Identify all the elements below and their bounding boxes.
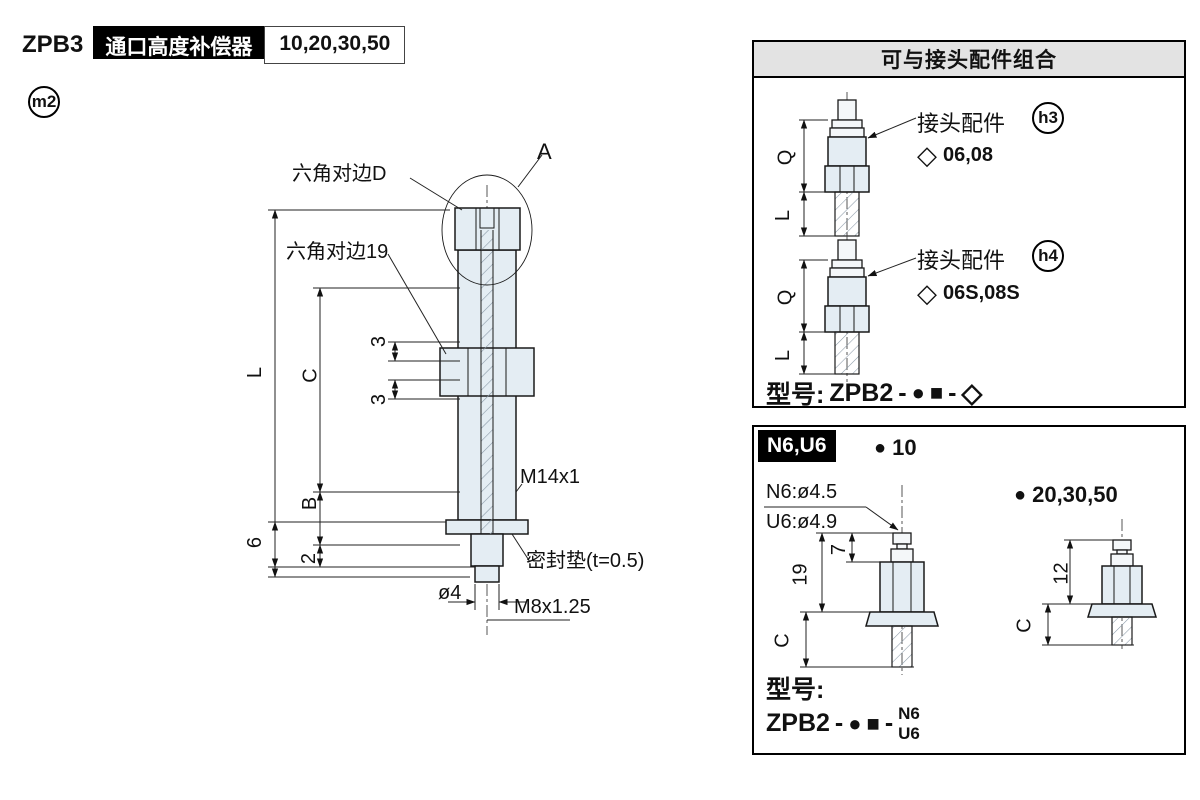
dim-label-q2: Q bbox=[774, 289, 797, 306]
model-prefix: 型号: bbox=[766, 676, 825, 704]
dim-label-l: L bbox=[244, 366, 267, 379]
dim-label-c-left: C bbox=[771, 633, 794, 648]
model-dash: - bbox=[884, 709, 894, 738]
fitting-h3-drawing bbox=[799, 92, 917, 244]
dim-label-7: 7 bbox=[828, 543, 851, 556]
filled-circle-symbol: ● bbox=[848, 710, 862, 736]
marker-20-row: ● 20,30,50 bbox=[1014, 482, 1118, 508]
fitting-h3-label: 接头配件 bbox=[917, 111, 1006, 136]
marker-10-label: 10 bbox=[892, 435, 917, 460]
thread-m14-label: M14x1 bbox=[520, 466, 581, 488]
h3-options: 06,08 bbox=[943, 143, 994, 166]
fitting-h4-label: 接头配件 bbox=[917, 248, 1006, 273]
dim-label-c-right: C bbox=[1013, 618, 1036, 633]
dim-label-b: B bbox=[299, 496, 322, 511]
compensator-body bbox=[439, 207, 535, 583]
h3-badge: h3 bbox=[1032, 102, 1064, 134]
filled-circle-symbol: ● bbox=[1014, 483, 1027, 506]
fittings-model-row: 型号: ZPB2 - ● ■ - ◇ bbox=[766, 375, 982, 411]
dia4-label: ø4 bbox=[438, 582, 462, 604]
dim-label-6: 6 bbox=[244, 536, 267, 549]
n6u6-tag: N6,U6 bbox=[758, 430, 836, 462]
n6u6-model-prefix-row: 型号: bbox=[766, 670, 824, 706]
m2-badge: m2 bbox=[28, 86, 60, 118]
leader-lines bbox=[387, 177, 570, 621]
dimension-lines bbox=[268, 209, 526, 610]
dim-label-q1: Q bbox=[774, 149, 797, 166]
filled-circle-symbol: ● bbox=[911, 380, 925, 405]
model-dash: - bbox=[948, 378, 957, 407]
series-title: 通口高度补偿器 bbox=[93, 26, 265, 59]
page-header: ZPB3 通口高度补偿器 10,20,30,50 bbox=[22, 26, 406, 64]
dim-label-c: C bbox=[299, 368, 322, 383]
option-n6: N6 bbox=[898, 704, 920, 723]
n6u6-right-drawing bbox=[1042, 519, 1158, 649]
model-dash: - bbox=[834, 709, 844, 738]
dim-label-l1: L bbox=[772, 209, 795, 222]
diamond-symbol: ◇ bbox=[961, 377, 983, 408]
detail-a-label: A bbox=[537, 139, 552, 164]
n6u6-left-drawing bbox=[764, 485, 939, 675]
model-code: ZPB2 bbox=[829, 378, 894, 407]
dim-label-12: 12 bbox=[1050, 562, 1073, 585]
n6-diameter-label: N6:ø4.5 bbox=[766, 481, 838, 503]
filled-square-symbol: ■ bbox=[929, 380, 944, 405]
model-prefix: 型号: bbox=[766, 381, 825, 409]
h4-badge: h4 bbox=[1032, 240, 1064, 272]
filled-circle-symbol: ● bbox=[874, 436, 887, 459]
diamond-symbol: ◇ bbox=[917, 140, 937, 170]
thread-m8-label: M8x1.25 bbox=[514, 596, 591, 618]
n6u6-model-row: ZPB2 - ● ■ - N6 U6 bbox=[766, 704, 920, 743]
fittings-drawings bbox=[799, 92, 917, 382]
detail-a-callout bbox=[441, 154, 543, 286]
fitting-h4-drawing bbox=[799, 232, 917, 382]
series-sizes: 10,20,30,50 bbox=[264, 26, 406, 64]
fittings-panel-title: 可与接头配件组合 bbox=[754, 42, 1184, 78]
seal-gasket-label: 密封垫(t=0.5) bbox=[526, 550, 645, 572]
h3-options-row: ◇ 06,08 bbox=[917, 142, 993, 168]
n6u6-panel: N6,U6 ● 10 ● 20,30,50 N6:ø4.5 U6:ø4.9 7 … bbox=[752, 425, 1186, 755]
model-code: ZPB2 bbox=[766, 709, 830, 738]
marker-20-label: 20,30,50 bbox=[1032, 482, 1118, 507]
u6-diameter-label: U6:ø4.9 bbox=[766, 511, 838, 533]
h4-options: 06S,08S bbox=[943, 281, 1020, 304]
hex-flats-19-label: 六角对边19 bbox=[286, 241, 389, 263]
option-u6: U6 bbox=[898, 723, 920, 743]
marker-10-row: ● 10 bbox=[874, 435, 917, 461]
main-drawing bbox=[268, 154, 570, 635]
dim-label-2: 2 bbox=[298, 552, 321, 565]
filled-square-symbol: ■ bbox=[866, 710, 880, 736]
hex-flats-d-label: 六角对边D bbox=[292, 163, 387, 185]
h4-options-row: ◇ 06S,08S bbox=[917, 280, 1020, 306]
dim-label-3-top: 3 bbox=[368, 335, 391, 348]
dim-label-3-bottom: 3 bbox=[368, 393, 391, 406]
model-dash: - bbox=[898, 378, 907, 407]
series-code: ZPB3 bbox=[22, 31, 84, 58]
fittings-panel: 可与接头配件组合 bbox=[752, 40, 1186, 411]
n6u6-drawings bbox=[764, 485, 1158, 675]
diamond-symbol: ◇ bbox=[917, 278, 937, 308]
dim-label-l2: L bbox=[772, 349, 795, 362]
dim-label-19: 19 bbox=[789, 563, 812, 586]
n6-u6-option-stack: N6 U6 bbox=[898, 704, 920, 743]
